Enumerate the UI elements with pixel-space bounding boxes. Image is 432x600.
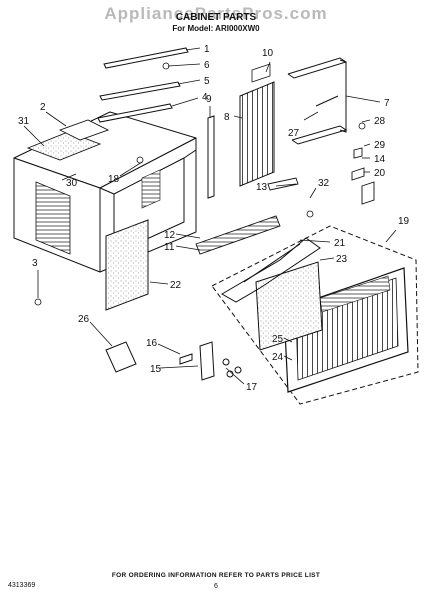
callout-23: 23 [336, 254, 348, 265]
callout-14: 14 [374, 154, 386, 165]
front-grille [283, 267, 409, 393]
callout-17: 17 [246, 382, 258, 393]
callout-4: 4 [202, 92, 208, 103]
callout-8: 8 [224, 112, 230, 123]
callout-29: 29 [374, 140, 386, 151]
screw-parts [34, 62, 366, 306]
callout-19: 19 [398, 216, 410, 227]
callout-3: 3 [32, 258, 38, 269]
louver-assembly [195, 215, 281, 255]
rail-parts [97, 47, 189, 123]
callout-25: 25 [272, 334, 284, 345]
callout-32: 32 [318, 178, 330, 189]
watermark-text: AppliancePartsPros.com [104, 4, 328, 23]
callout-12: 12 [164, 230, 176, 241]
callout-27: 27 [288, 128, 300, 139]
callout-30: 30 [66, 178, 78, 189]
side-bracket [207, 115, 215, 199]
callout-26: 26 [78, 314, 90, 325]
callout-2: 2 [40, 102, 46, 113]
callout-24: 24 [272, 352, 284, 363]
callout-10: 10 [262, 48, 274, 59]
callout-11: 11 [164, 242, 175, 253]
page-number: 6 [214, 583, 218, 590]
document-number: 4313369 [8, 582, 36, 589]
callout-1: 1 [204, 44, 210, 55]
wire-frame [221, 237, 321, 303]
cabinet-side-louvers [35, 181, 71, 255]
callout-13: 13 [256, 182, 268, 193]
air-filter [105, 219, 149, 311]
callout-leaders [23, 47, 397, 385]
callout-28: 28 [374, 116, 386, 127]
callout-18: 18 [108, 174, 120, 185]
ordering-info-footer: FOR ORDERING INFORMATION REFER TO PARTS … [111, 572, 321, 579]
callout-numbers: 1 2 3 4 5 6 7 8 9 10 11 12 13 14 15 16 1… [18, 44, 410, 393]
clip-parts [267, 147, 375, 205]
callout-21: 21 [334, 238, 346, 249]
callout-20: 20 [374, 168, 386, 179]
model-label: For Model: ARI000XW0 [172, 24, 260, 33]
callout-22: 22 [170, 280, 182, 291]
diagram-title: CABINET PARTS [175, 12, 257, 23]
front-assembly-outline [211, 225, 419, 405]
callout-16: 16 [146, 338, 158, 349]
callout-6: 6 [204, 60, 210, 71]
callout-9: 9 [206, 94, 212, 105]
rear-frame [287, 57, 348, 145]
cabinet-inner-vent [141, 169, 161, 209]
callout-7: 7 [384, 98, 390, 109]
bottom-small-parts [105, 341, 242, 381]
callout-15: 15 [150, 364, 162, 375]
coil-panel [239, 63, 275, 187]
front-filter [255, 261, 323, 351]
top-insulation-pad [26, 119, 110, 161]
callout-5: 5 [204, 76, 210, 87]
callout-31: 31 [18, 116, 30, 127]
